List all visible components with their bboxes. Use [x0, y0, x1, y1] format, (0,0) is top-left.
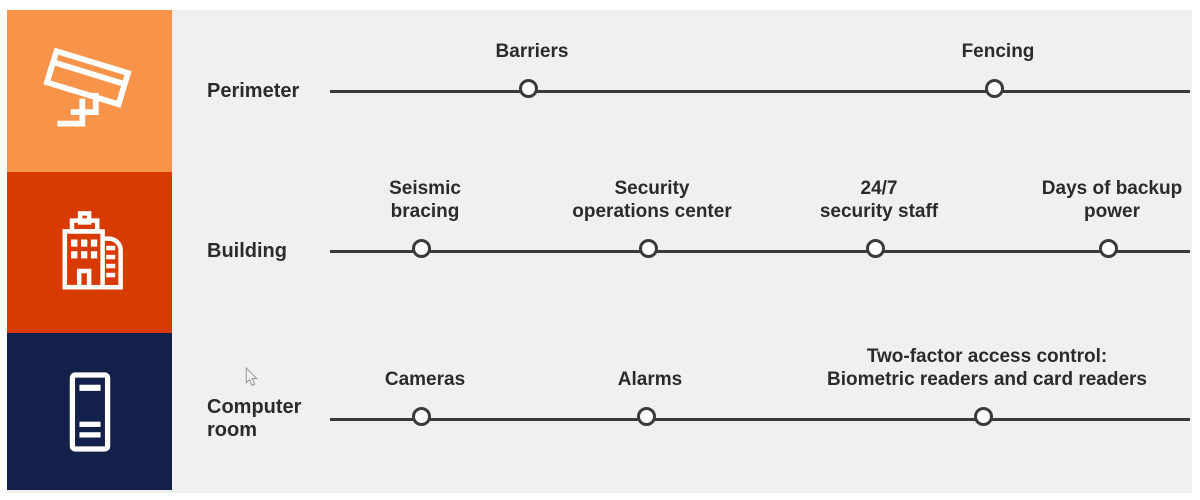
- timeline-node-backup-power[interactable]: [1099, 239, 1118, 258]
- server-rack-icon: [46, 368, 134, 456]
- row-label-computer-room: Computer room: [207, 396, 302, 441]
- timeline-node-alarms[interactable]: [637, 407, 656, 426]
- timeline-node-cameras[interactable]: [412, 407, 431, 426]
- building-icon: [45, 208, 135, 298]
- node-label-cameras: Cameras: [384, 369, 466, 390]
- node-label-security-operations-center: Security operations center: [572, 178, 732, 222]
- timeline-perimeter: [330, 90, 1190, 93]
- row-label-building: Building: [207, 240, 287, 262]
- node-label-two-factor-access: Two-factor access control: Biometric rea…: [827, 346, 1147, 390]
- timeline-computer-room: [330, 418, 1190, 421]
- node-label-fencing: Fencing: [961, 41, 1035, 62]
- timeline-node-security-staff[interactable]: [866, 239, 885, 258]
- node-label-security-staff: 24/7 security staff: [819, 178, 939, 222]
- timeline-node-two-factor-access[interactable]: [974, 407, 993, 426]
- sidebar-block-computer-room: [7, 333, 172, 490]
- timeline-node-security-operations-center[interactable]: [639, 239, 658, 258]
- node-label-barriers: Barriers: [495, 41, 569, 62]
- timeline-node-barriers[interactable]: [519, 79, 538, 98]
- node-label-alarms: Alarms: [617, 369, 683, 390]
- node-label-backup-power: Days of backup power: [1041, 178, 1183, 222]
- node-label-seismic-bracing: Seismic bracing: [389, 178, 461, 222]
- mouse-cursor: [245, 366, 259, 392]
- timeline-node-seismic-bracing[interactable]: [412, 239, 431, 258]
- security-camera-icon: [42, 43, 138, 139]
- row-label-perimeter: Perimeter: [207, 80, 300, 102]
- timeline-building: [330, 250, 1190, 253]
- sidebar-block-building: [7, 172, 172, 333]
- timeline-node-fencing[interactable]: [985, 79, 1004, 98]
- sidebar-block-perimeter: [7, 10, 172, 172]
